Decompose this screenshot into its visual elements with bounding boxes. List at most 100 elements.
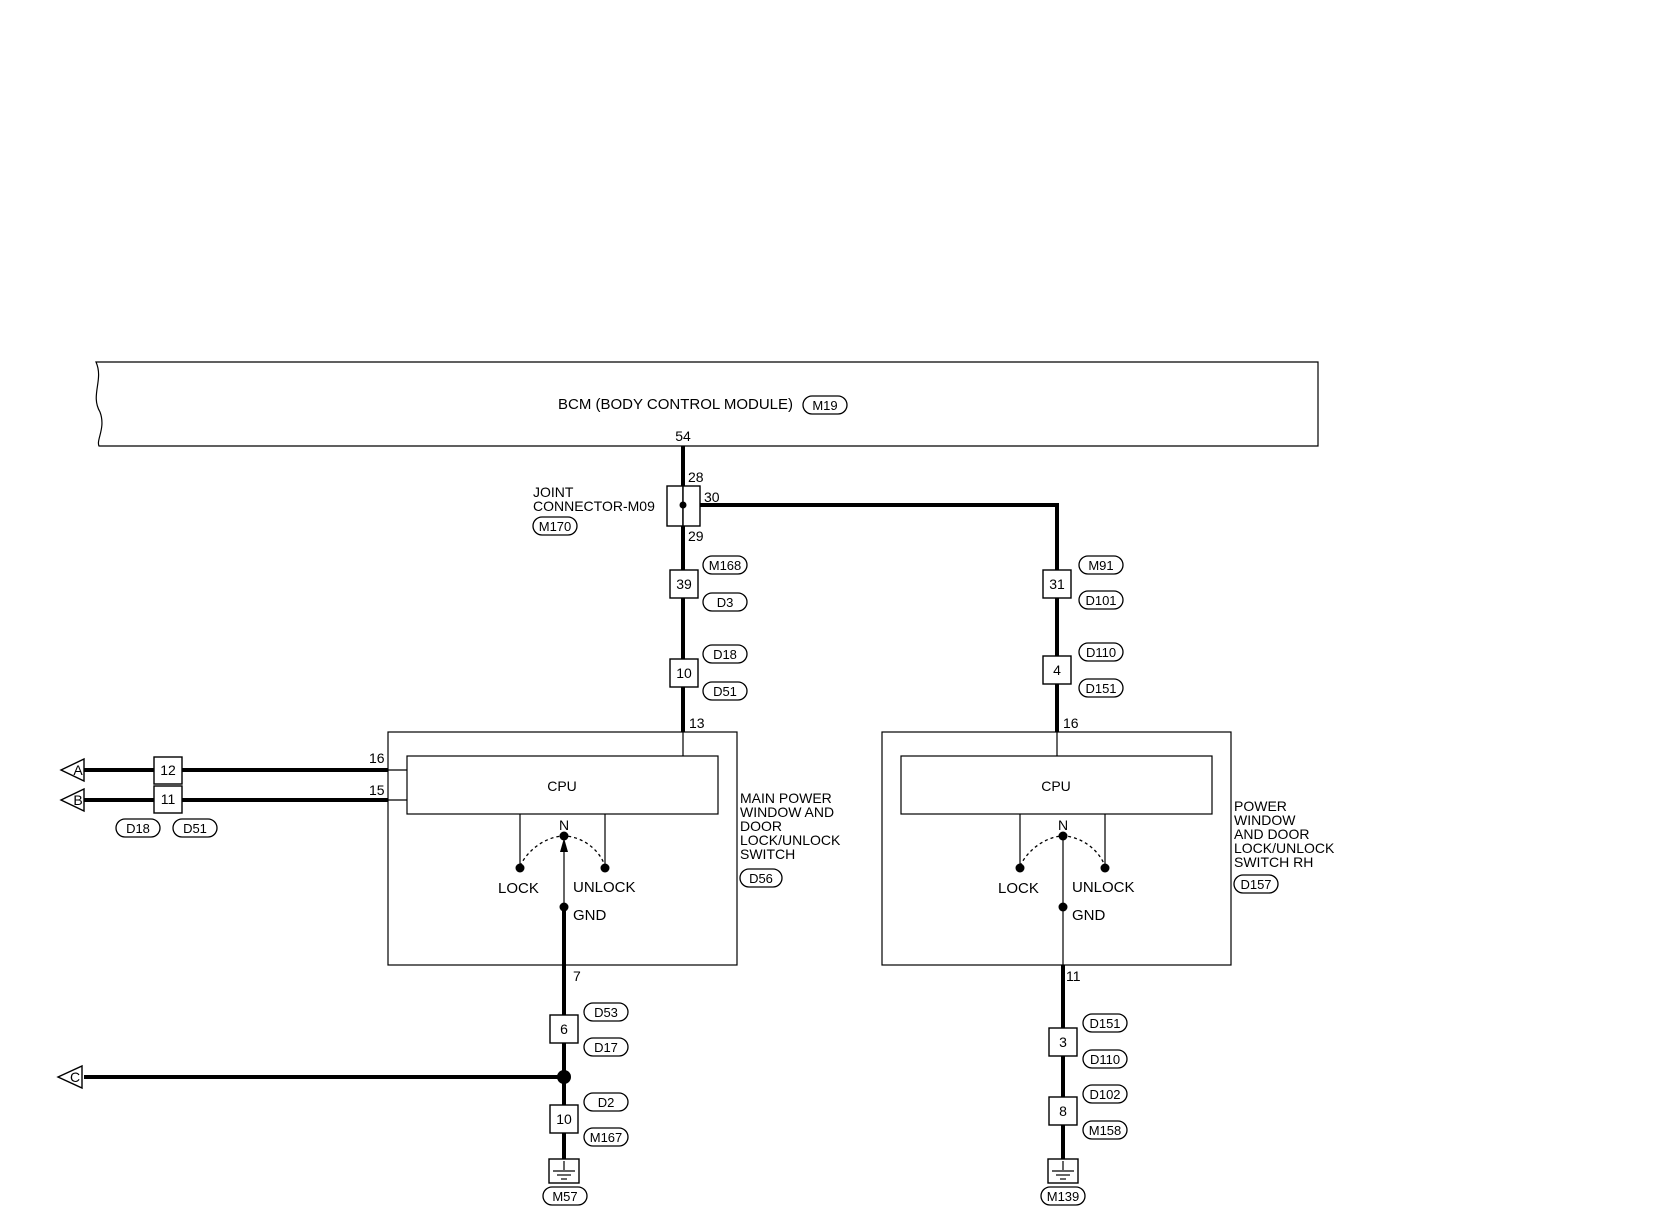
connector-badge-d53 xyxy=(583,1002,629,1022)
ground-connector-badge xyxy=(1040,1186,1086,1206)
connector-badge-d151 xyxy=(1082,1013,1128,1033)
connector-badge-top-label: D18 xyxy=(713,647,737,662)
rh-switch-lock-label: LOCK xyxy=(998,880,1039,897)
connector-badge-m167-label: M167 xyxy=(590,1130,623,1145)
connector-badge-bottom-label: D3 xyxy=(717,595,734,610)
rh-switch-name-line4: LOCK/UNLOCK xyxy=(1234,840,1335,856)
right-branch-connector-4: 4 D110 D151 xyxy=(1042,642,1124,698)
left-branch-connector-39: 39 M168 D3 xyxy=(669,555,748,612)
rh-switch-pin-11: 11 xyxy=(1066,968,1081,984)
inline-pin-a: 12 xyxy=(160,762,176,778)
connector-pin-number-3: 3 xyxy=(1059,1034,1067,1050)
main-switch-lever-arrow xyxy=(560,838,568,852)
rh-switch-unlock-label: UNLOCK xyxy=(1072,879,1135,896)
bcm-connector-label: M19 xyxy=(812,398,837,413)
rh-switch-gnd-label: GND xyxy=(1072,907,1106,924)
joint-splice-dot xyxy=(679,501,687,509)
main-switch-connector-label: D56 xyxy=(749,871,773,886)
connector-badge-top-label: D110 xyxy=(1086,645,1116,660)
bcm-module: BCM (BODY CONTROL MODULE) M19 54 xyxy=(95,361,1319,447)
connector-pin-box-3 xyxy=(1048,1027,1078,1057)
connector-badge-d17-label: D17 xyxy=(594,1040,618,1055)
connector-badge-bottom xyxy=(702,592,748,612)
joint-pin-bottom: 29 xyxy=(688,528,704,544)
right-branch-connector-31: 31 M91 D101 xyxy=(1042,555,1124,610)
main-switch-travel-arc xyxy=(519,835,606,867)
main-switch-name-line3: DOOR xyxy=(740,818,782,834)
main-lock-contact xyxy=(515,863,525,873)
connector-pin-box-6 xyxy=(549,1014,579,1044)
arrow-a-marker xyxy=(59,757,85,783)
ground-connector-badge xyxy=(542,1186,588,1206)
connector-badge-bottom xyxy=(1078,678,1124,698)
main-switch-name-line1: MAIN POWER xyxy=(740,790,832,806)
connector-badge-bottom-label: D101 xyxy=(1085,593,1116,608)
connector-badge-top xyxy=(702,555,748,575)
rh-switch-cpu-label: CPU xyxy=(1041,778,1071,794)
connector-badge-d2 xyxy=(583,1092,629,1112)
connector-badge-m158-label: M158 xyxy=(1089,1123,1122,1138)
connector-badge-bottom-label: D51 xyxy=(713,684,737,699)
inline-connector-badge-left xyxy=(115,818,161,838)
connector-badge-top xyxy=(1078,642,1124,662)
inline-pin-box-b xyxy=(153,785,183,814)
connector-badge-d110-label: D110 xyxy=(1090,1052,1120,1067)
arrow-b-label: B xyxy=(73,792,82,808)
joint-connector-badge xyxy=(532,516,578,536)
rh-switch-name-line1: POWER xyxy=(1234,798,1287,814)
joint-pin-right: 30 xyxy=(704,489,720,505)
main-switch-name-line4: LOCK/UNLOCK xyxy=(740,832,841,848)
connector-badge-bottom-label: D151 xyxy=(1085,681,1116,696)
rh-switch-name-line2: WINDOW xyxy=(1234,812,1296,828)
connector-pin-box-10 xyxy=(549,1104,579,1134)
connector-pin-box xyxy=(669,658,699,688)
connector-pin-number: 10 xyxy=(676,665,692,681)
ground-icon xyxy=(1052,1161,1074,1180)
inline-connector-right: D51 xyxy=(183,821,207,836)
connector-badge-bottom xyxy=(1078,590,1124,610)
rh-switch-pin-16: 16 xyxy=(1063,715,1079,731)
inline-pin-box-a xyxy=(153,756,183,785)
connector-badge-bottom xyxy=(702,681,748,701)
connector-badge-d102-label: D102 xyxy=(1089,1087,1120,1102)
connector-pin-number-10: 10 xyxy=(556,1111,572,1127)
arrow-c-label: C xyxy=(70,1069,80,1085)
main-switch-pin-13: 13 xyxy=(689,715,705,731)
connector-pin-box xyxy=(1042,655,1072,685)
main-switch-pin-15: 15 xyxy=(369,782,385,798)
connector-badge-m158 xyxy=(1082,1120,1128,1140)
connector-pin-number: 4 xyxy=(1053,662,1061,678)
rh-switch-name-line5: SWITCH RH xyxy=(1234,854,1313,870)
main-switch-lock-label: LOCK xyxy=(498,880,539,897)
joint-label-line1: JOINT xyxy=(533,484,574,500)
bcm-connector-badge xyxy=(802,395,848,415)
arrow-c-marker xyxy=(56,1064,83,1090)
rh-switch-name-line3: AND DOOR xyxy=(1234,826,1309,842)
connector-badge-d53-label: D53 xyxy=(594,1005,618,1020)
bcm-label: BCM (BODY CONTROL MODULE) xyxy=(558,396,793,413)
joint-label-line2: CONNECTOR-M09 xyxy=(533,498,655,514)
main-switch-connector-badge xyxy=(739,868,783,888)
main-switch-pin-7: 7 xyxy=(573,968,581,984)
connector-badge-top-label: M168 xyxy=(709,558,742,573)
main-switch-unlock-label: UNLOCK xyxy=(573,879,636,896)
main-switch-n-label: N xyxy=(559,817,569,833)
main-unlock-contact xyxy=(600,863,610,873)
rh-switch-box xyxy=(881,731,1232,966)
arrow-b-marker xyxy=(59,787,85,813)
ground-connector-label: M57 xyxy=(552,1189,577,1204)
connector-badge-m167 xyxy=(583,1127,629,1147)
main-switch-pin-16: 16 xyxy=(369,750,385,766)
ground-splice-dot xyxy=(557,1070,571,1084)
connector-badge-d151-label: D151 xyxy=(1089,1016,1120,1031)
rh-switch-cpu-box xyxy=(900,755,1213,815)
bcm-pin-label: 54 xyxy=(675,428,691,444)
joint-connector: JOINT CONNECTOR-M09 M170 28 30 29 xyxy=(532,469,720,544)
inline-connector-badge-right xyxy=(172,818,218,838)
connector-badge-top xyxy=(1078,555,1124,575)
main-switch-gnd-label: GND xyxy=(573,907,607,924)
main-switch-cpu-label: CPU xyxy=(547,778,577,794)
rh-lock-contact xyxy=(1015,863,1025,873)
connector-badge-top-label: M91 xyxy=(1088,558,1113,573)
